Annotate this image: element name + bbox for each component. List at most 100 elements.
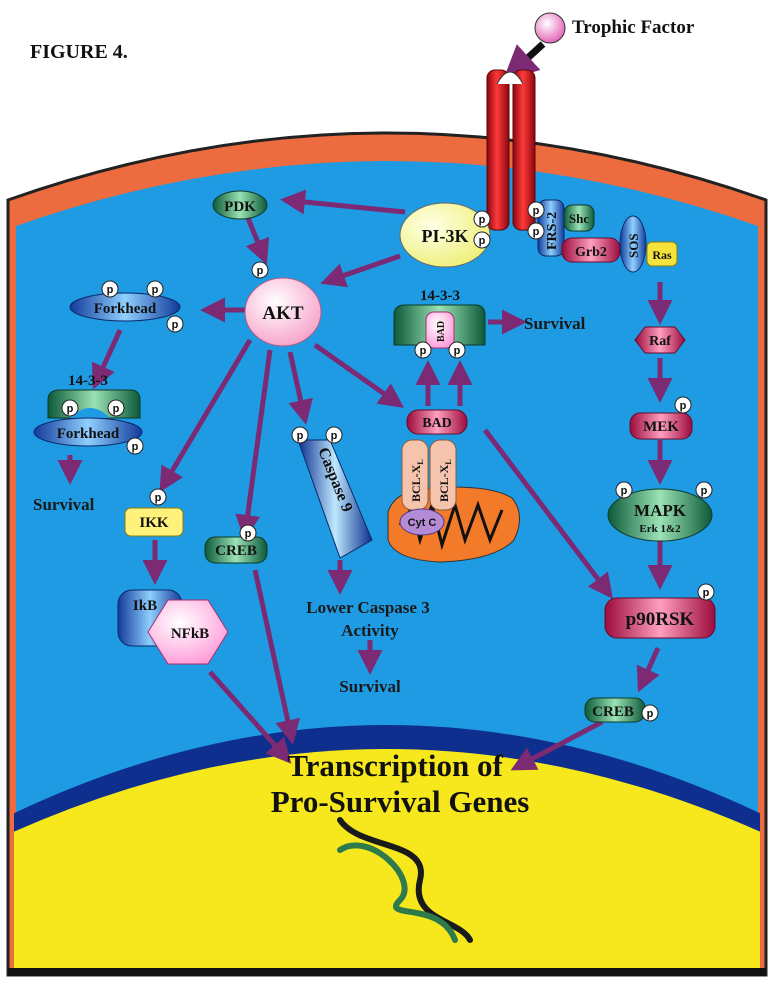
phospho-badge: p [697,583,715,601]
forkhead-node: Forkhead [69,292,181,322]
survival-1433-label: Survival [524,314,586,333]
phospho-badge: p [325,426,343,444]
svg-text:p: p [420,345,427,357]
pi3k-node: PI-3K [399,202,491,268]
phospho-badge: p [695,481,713,499]
mek-label: MEK [643,419,679,435]
survival-left-label: Survival [33,495,95,514]
phospho-badge: p [239,524,257,542]
trophic-factor-label: Trophic Factor [572,17,695,38]
phospho-badge: p [473,231,491,249]
phospho-badge: p [61,399,79,417]
akt-label: AKT [262,303,304,324]
ras-label: Ras [652,248,672,262]
shc-label: Shc [569,211,589,226]
phospho-badges: p p p p p p p p p p p p p p p p p p p p … [61,201,715,722]
caspase-outcome-line1: Lower Caspase 3 [306,598,429,617]
svg-text:p: p [132,441,139,453]
svg-text:p: p [701,485,708,497]
cytochrome-c: Cyt C [399,508,445,536]
bclx-2-label: BCL-XL [437,459,453,502]
ikb-label: IkB [133,598,157,614]
creb-right-node: CREB [584,697,646,723]
caspase-outcome-line2: Activity [341,621,399,640]
svg-text:p: p [479,235,486,247]
phospho-badge: p [414,341,432,359]
p1433-left-label: 14-3-3 [68,373,108,389]
svg-text:p: p [113,403,120,415]
svg-text:p: p [680,400,687,412]
creb-left-label: CREB [215,543,257,559]
phospho-badge: p [146,280,164,298]
pdk-node: PDK [212,190,268,220]
ikb-nfkb-complex: IkB NFkB [117,589,229,665]
creb-right-label: CREB [592,704,634,720]
phospho-badge: p [149,488,167,506]
phospho-badge: p [251,261,269,279]
trophic-factor-ligand [534,12,566,44]
svg-text:p: p [533,226,540,238]
svg-text:p: p [155,492,162,504]
svg-text:p: p [257,265,264,277]
phospho-badge: p [527,201,545,219]
figure-label: FIGURE 4. [30,41,128,63]
forkhead-bound-label: Forkhead [57,426,120,442]
mapk-label: MAPK [634,501,687,520]
pathway-arrows [57,189,673,771]
bclxl-pair: BCL-XL BCL-XL [401,439,457,511]
bad-bound-label: BAD [436,321,447,342]
svg-text:p: p [172,319,179,331]
svg-text:p: p [479,214,486,226]
forkhead-label: Forkhead [94,301,157,317]
erk-label: Erk 1&2 [639,523,681,535]
svg-text:p: p [245,528,252,540]
transcription-title-line2: Pro-Survival Genes [271,784,530,819]
phospho-badge: p [527,222,545,240]
svg-text:p: p [152,284,159,296]
bclx-1-label: BCL-XL [409,459,425,502]
pi3k-label: PI-3K [422,226,469,246]
svg-text:p: p [107,284,114,296]
akt-node: AKT [244,277,322,347]
creb-left-node: CREB [204,536,268,564]
svg-text:p: p [703,587,710,599]
ikk-label: IKK [139,515,169,531]
raf-label: Raf [649,334,671,349]
grb2-label: Grb2 [575,245,607,260]
phospho-badge: p [615,481,633,499]
svg-text:p: p [647,708,654,720]
phospho-badge: p [674,396,692,414]
bad-label: BAD [422,416,452,431]
survival-caspase-label: Survival [339,677,401,696]
ligand-binding-arrow [502,41,546,81]
nfkb-label: NFkB [171,626,209,642]
svg-text:p: p [67,403,74,415]
raf-node: Raf [634,326,686,354]
p90rsk-node: p90RSK [604,597,716,639]
svg-text:p: p [454,345,461,357]
caspase9-node: Caspase 9 [297,439,373,559]
dna-helix-icon [337,817,473,943]
phospho-badge: p [107,399,125,417]
p90rsk-label: p90RSK [626,609,695,630]
phospho-badge: p [291,426,309,444]
adaptor-complex: FRS-2 Shc Grb2 SOS Ras [537,199,678,273]
ikk-node: IKK [124,507,184,537]
svg-text:p: p [533,205,540,217]
frs2-label: FRS-2 [545,212,560,250]
receptor [486,69,536,231]
sos-label: SOS [626,233,641,258]
bad-node: BAD [406,409,468,435]
phospho-badge: p [126,437,144,455]
phospho-badge: p [448,341,466,359]
svg-text:p: p [297,430,304,442]
p1433-center-label: 14-3-3 [420,288,460,304]
phospho-badge: p [101,280,119,298]
transcription-title-line1: Transcription of [287,748,503,783]
phospho-badge: p [166,315,184,333]
svg-text:p: p [621,485,628,497]
pdk-label: PDK [224,199,256,215]
svg-text:p: p [331,430,338,442]
phospho-badge: p [473,210,491,228]
